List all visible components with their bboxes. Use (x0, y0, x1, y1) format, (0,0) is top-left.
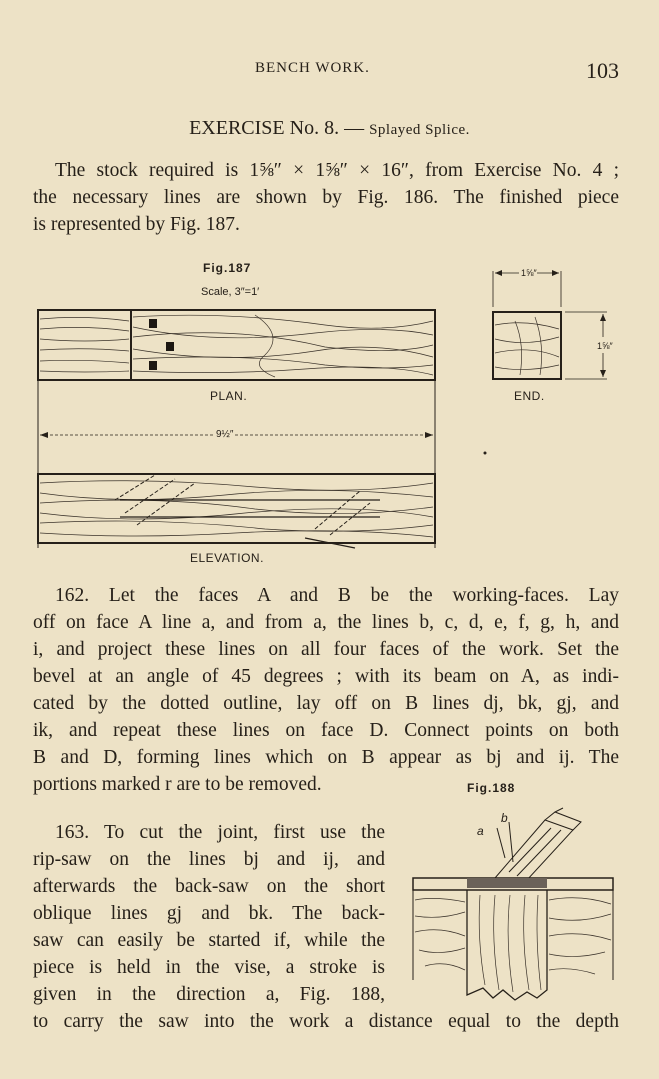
figure-187: Fig.187 Scale, 3″=1′ PLAN. (37, 261, 614, 565)
p162-line: off on face A line a, and from a, the li… (33, 612, 619, 633)
intro-line: is represented by Fig. 187. (33, 214, 240, 235)
page-number: 103 (586, 58, 619, 83)
paragraph-163: 163. To cut the joint, first use the rip… (33, 819, 385, 1008)
exercise-prefix: EXERCISE (189, 117, 290, 139)
end-width-label: 1⅝″ (521, 268, 538, 278)
label-b: b (501, 811, 508, 825)
intro-paragraph: The stock required is 1⅝″ × 1⅝″ × 16″, f… (33, 157, 619, 238)
p163-line: rip-saw on the lines bj and ij, and (33, 849, 385, 870)
intro-line: the necessary lines are shown by Fig. 18… (33, 187, 619, 208)
p162-line: ik, and repeat these lines on face D. Co… (33, 720, 619, 741)
length-dimension-label: 9½″ (216, 429, 234, 440)
paragraph-162: 162. Let the faces A and B be the workin… (33, 582, 619, 798)
p163-line: saw can easily be started if, while the (33, 930, 385, 951)
fig188-caption: Fig.188 (467, 781, 515, 795)
p162-line: B and D, forming lines which on B appear… (33, 747, 619, 768)
running-head: BENCH WORK. (255, 60, 370, 76)
exercise-subject: Splayed Splice. (369, 122, 470, 138)
exercise-number: No. 8. (289, 117, 340, 139)
end-label: END. (514, 389, 545, 403)
elevation-label: ELEVATION. (190, 551, 264, 565)
p162-line: bevel at an angle of 45 degrees ; with i… (33, 666, 619, 687)
fig187-scale: Scale, 3″=1′ (201, 286, 259, 298)
plan-view (37, 309, 436, 381)
p163-line: afterwards the back-saw on the short (33, 876, 385, 897)
length-dimension (40, 426, 433, 440)
p163-line: piece is held in the vise, a stroke is (33, 957, 385, 978)
p163-line: 163. To cut the joint, first use the (55, 822, 385, 843)
label-a: a (477, 824, 484, 838)
p163-line: to carry the saw into the work a distanc… (33, 1011, 619, 1032)
p162-line: cated by the dotted outline, lay off on … (33, 693, 619, 714)
saw-drawing (493, 807, 582, 881)
end-height-label: 1⅝″ (597, 341, 614, 351)
p163-line: oblique lines gj and bk. The back- (33, 903, 385, 924)
exercise-dash: — (339, 117, 370, 139)
p162-line: 162. Let the faces A and B be the workin… (55, 585, 619, 606)
figure-188: Fig.188 a b (412, 781, 614, 1001)
p162-line: i, and project these lines on all four f… (33, 639, 619, 660)
intro-line: The stock required is 1⅝″ × 1⅝″ × 16″, f… (55, 160, 619, 181)
plan-label: PLAN. (210, 389, 247, 403)
end-view (492, 265, 611, 380)
paragraph-163-last-line: to carry the saw into the work a distanc… (33, 1008, 619, 1035)
p162-line: portions marked r are to be removed. (33, 774, 322, 795)
elevation-view (37, 473, 436, 549)
fig187-caption: Fig.187 (203, 261, 251, 275)
exercise-title: EXERCISE No. 8. — Splayed Splice. (0, 117, 659, 140)
wood-block (412, 877, 614, 1001)
p163-line: given in the direction a, Fig. 188, (33, 984, 385, 1005)
